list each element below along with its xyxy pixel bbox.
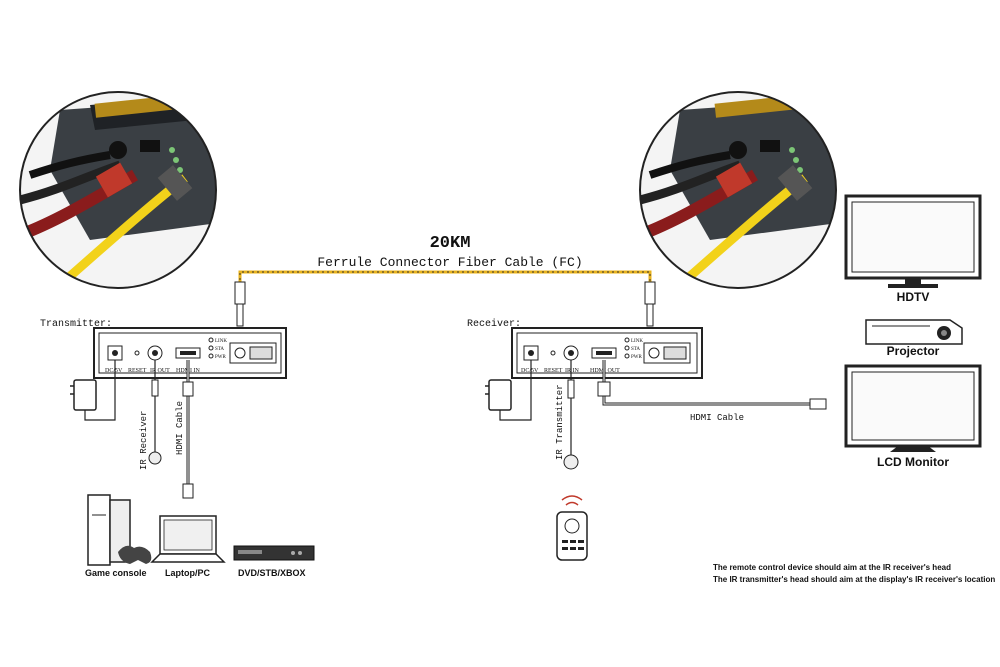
dvd-label: DVD/STB/XBOX [238,568,306,578]
ir-receiver-cable [148,360,162,465]
hdtv-label: HDTV [897,290,930,304]
fiber-cable-label: Ferrule Connector Fiber Cable (FC) [317,255,582,270]
transmitter-ir-label: IR OUT [150,368,170,374]
lcd-monitor-label: LCD Monitor [877,455,949,469]
receiver-led-sta: STA [631,347,640,352]
transmitter-hdmi-cable-label: HDMI Cable [175,401,185,455]
transmitter-hdmi-cable [182,360,194,499]
receiver-dc-label: DC/5V [521,368,539,374]
transmitter-reset-label: RESET [128,368,147,374]
laptop-label: Laptop/PC [165,568,210,578]
game-console-icon [87,494,152,566]
hdtv-icon [844,194,982,288]
receiver-hdmi-cable [597,360,827,410]
lcd-monitor-icon [844,364,982,452]
note-line-1: The remote control device should aim at … [713,563,951,572]
receiver-hdmi-cable-label: HDMI Cable [690,413,744,423]
ir-receiver-label: IR Receiver [139,411,149,470]
note-line-2: The IR transmitter's head should aim at … [713,575,995,584]
projector-label: Projector [887,344,940,358]
transmitter-closeup-photo [19,91,217,289]
receiver-power-adapter [485,360,532,421]
receiver-ir-label: IR IN [565,368,579,374]
ir-transmitter-label: IR Transmitter [555,384,565,460]
ir-transmitter-cable [563,360,579,470]
transmitter-led-link: LINK [215,339,227,344]
transmitter-led-pwr: PWR [215,355,227,360]
transmitter-dc-label: DC/5V [105,368,123,374]
game-console-label: Game console [85,568,147,578]
receiver-title: Receiver: [467,318,521,330]
receiver-led-pwr: PWR [631,355,643,360]
transmitter-power-adapter [70,360,116,421]
fiber-cable [234,270,656,327]
projector-icon [865,319,963,345]
transmitter-unit [93,327,287,379]
fiber-distance: 20KM [430,234,471,253]
receiver-unit [511,327,703,379]
remote-control-icon [556,495,588,561]
receiver-closeup-photo [639,91,837,289]
laptop-icon [150,515,226,563]
receiver-reset-label: RESET [544,368,563,374]
dvd-player-icon [233,545,315,561]
transmitter-led-sta: STA [215,347,224,352]
receiver-led-link: LINK [631,339,643,344]
